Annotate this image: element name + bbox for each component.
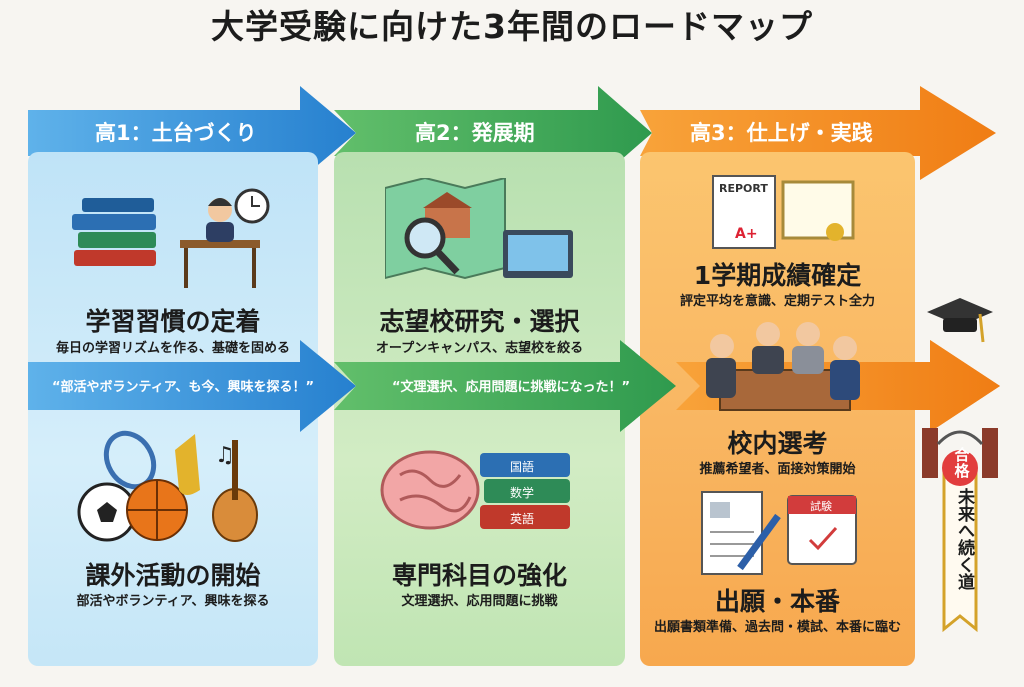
- grade3-label: 高3：仕上げ・実践: [690, 121, 873, 145]
- grade2-label: 高2：発展期: [415, 121, 535, 145]
- grade3-item1-subtitle: 評定平均を意識、定期テスト全力: [679, 294, 875, 309]
- application-exam-icon: 試験: [701, 491, 857, 575]
- study-desk-icon: [72, 188, 270, 288]
- sports-music-icon: ♫: [77, 430, 258, 542]
- arrow-grade1-top: [28, 86, 356, 180]
- grade1-label: 高1：土台づくり: [95, 121, 257, 145]
- grade1-item2-subtitle: 部活やボランティア、興味を探る: [76, 594, 270, 609]
- grade1-item2-title: 課外活動の開始: [85, 561, 261, 590]
- grade3-item3-title: 出願・本番: [714, 587, 840, 616]
- report-label: REPORT: [719, 182, 768, 195]
- grade2-item2-title: 専門科目の強化: [391, 561, 567, 590]
- pass-badge: 合格: [954, 446, 970, 480]
- grade3-item3-subtitle: 出願書類準備、過去問・模試、本番に臨む: [653, 620, 901, 635]
- grade1-item1-subtitle: 毎日の学習リズムを作る、基礎を固める: [55, 341, 290, 356]
- future-banner: 未来へ続く道: [954, 488, 974, 590]
- grade3-item2-title: 校内選考: [727, 429, 828, 458]
- arrow-grade2-top: [334, 86, 652, 180]
- grade2-item2-subtitle: 文理選択、応用問題に挑戦: [401, 594, 558, 609]
- grade-mark: A+: [735, 226, 758, 242]
- svg-text:♫: ♫: [215, 443, 235, 468]
- grade3-item2-subtitle: 推薦希望者、面接対策開始: [699, 462, 856, 477]
- graduation-cap-icon: [927, 298, 993, 343]
- arrow-grade3-top: [640, 86, 996, 180]
- book-label: 数学: [510, 485, 534, 500]
- report-certificate-icon: REPORT A+: [712, 175, 855, 249]
- grade2-quote: “文理選択、応用問題に挑戦になった！”: [392, 380, 631, 395]
- map-research-icon: [385, 178, 573, 280]
- exam-label: 試験: [810, 499, 832, 513]
- grade3-item1-title: 1学期成績確定: [693, 261, 862, 290]
- grade2-item1-subtitle: オープンキャンパス、志望校を絞る: [375, 341, 584, 356]
- gate-goal-icon: [922, 428, 998, 633]
- book-label: 国語: [510, 459, 534, 474]
- book-label: 英語: [510, 511, 534, 526]
- grade1-item1-title: 学習習慣の定着: [85, 307, 261, 336]
- grade1-quote: “部活やボランティア、も今、興味を探る！”: [52, 380, 315, 395]
- page-title: 大学受験に向けた3年間のロードマップ: [211, 7, 813, 46]
- grade2-item1-title: 志望校研究・選択: [379, 307, 580, 336]
- interview-meeting-icon: [706, 322, 860, 411]
- brain-books-icon: 国語 数学 英語: [380, 450, 570, 530]
